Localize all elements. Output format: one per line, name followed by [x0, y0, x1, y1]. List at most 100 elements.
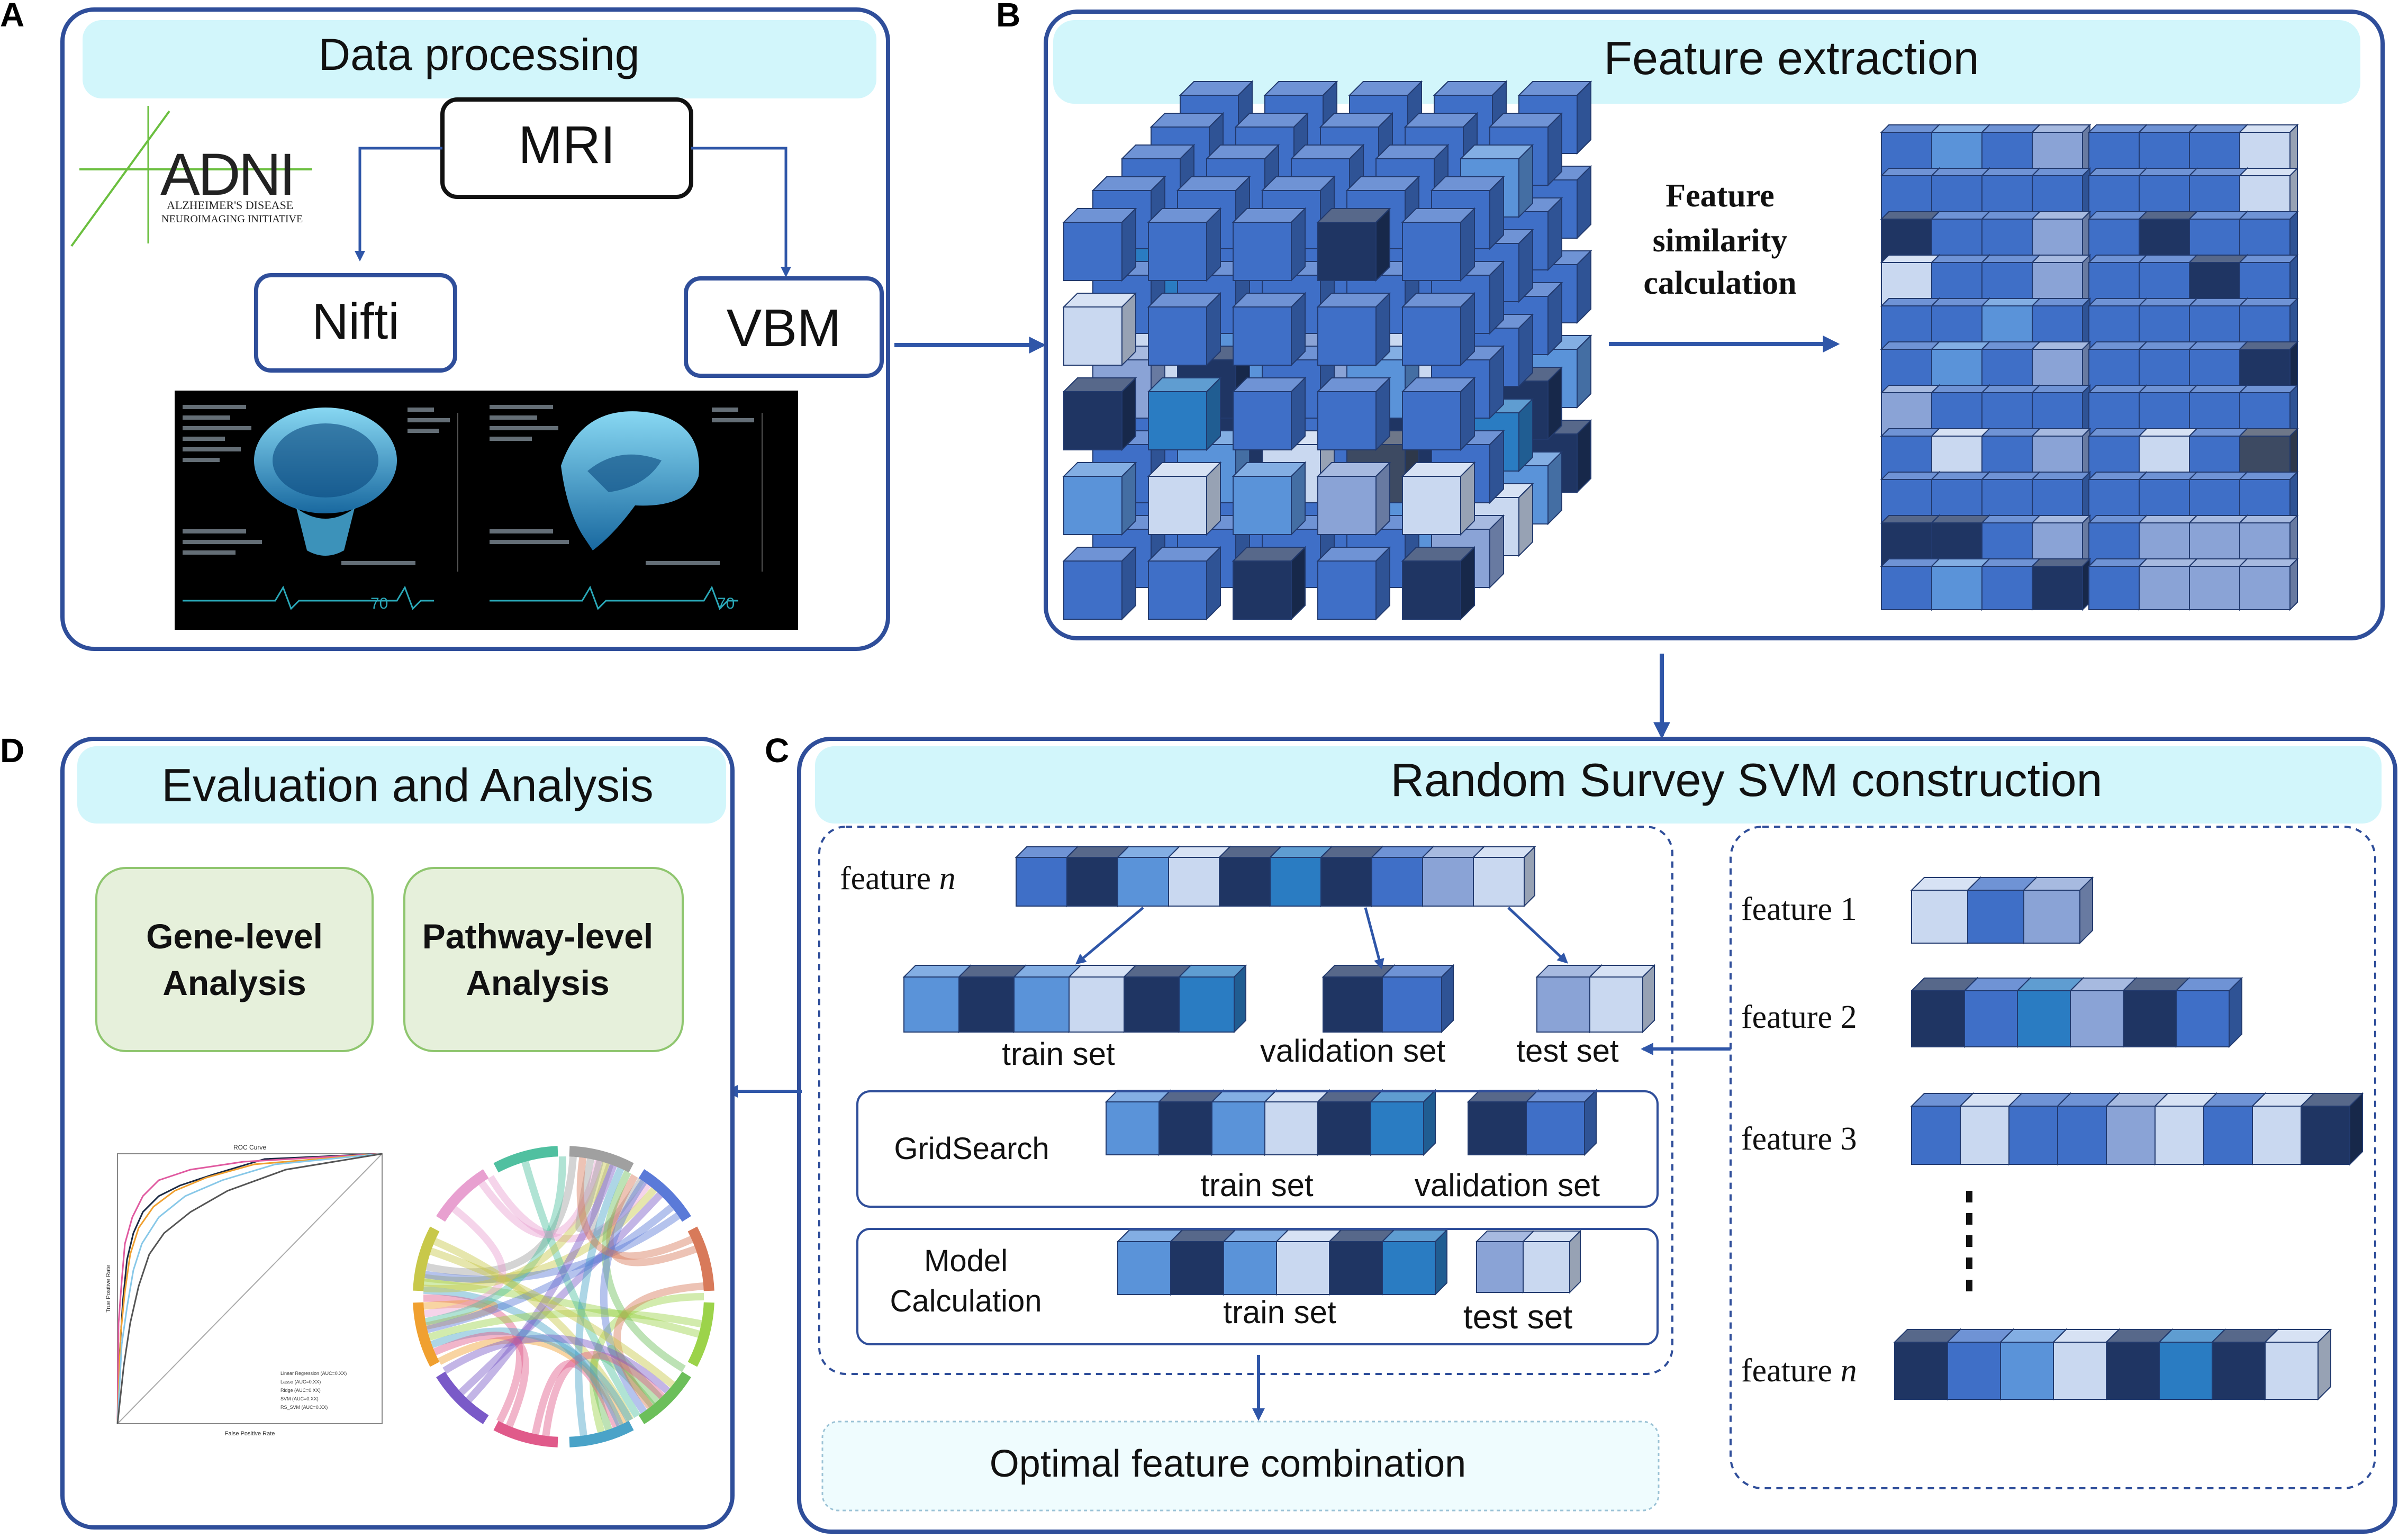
feature-3-cube-8 [2300, 1092, 2364, 1166]
roc-legend-3: SVM (AUC=0.XX) [280, 1396, 319, 1401]
panel-c-title: Random Survey SVM construction [1390, 754, 2102, 806]
gridsearch-box [856, 1090, 1659, 1208]
chord-ribbon-20 [424, 1206, 506, 1318]
adni-logo: ADNI ALZHEIMER'S DISEASE NEUROIMAGING IN… [70, 106, 312, 247]
chord-ribbon-32 [430, 1327, 633, 1423]
model-train-cube-5 [1381, 1228, 1449, 1296]
chord-ribbon-0 [590, 1293, 704, 1433]
panel-c: C Random Survey SVM construction feature… [765, 731, 2397, 1534]
panel-d-title-bar [77, 746, 726, 824]
chord-arc-0 [687, 1302, 714, 1367]
pathway-analysis-box [403, 867, 684, 1052]
volume-cube-100 [1062, 207, 1137, 282]
chord-ribbon-33 [430, 1247, 675, 1388]
pathway-analysis-label-2: Analysis [466, 963, 609, 1002]
chord-arc-5 [413, 1302, 440, 1367]
panel-a-letter: A [0, 0, 24, 34]
matrix-cell-10-2 [1980, 557, 2041, 611]
panel-b-letter: B [996, 0, 1020, 34]
mri-label: MRI [518, 115, 615, 175]
chord-arc-6 [413, 1226, 440, 1291]
volume-cube-112 [1232, 376, 1307, 451]
chord-ribbon-9 [437, 1336, 627, 1425]
similarity-matrix [1880, 123, 2299, 611]
feature-2-cube-5 [2175, 976, 2243, 1048]
feature-last-label: feature n [1741, 1353, 1857, 1389]
chord-ribbon-5 [424, 1213, 681, 1283]
split-test-label: test set [1516, 1033, 1619, 1069]
chord-ribbon-34 [576, 1157, 693, 1260]
matrix-cell-10-0 [1880, 557, 1941, 611]
split-validation-label: validation set [1260, 1033, 1446, 1069]
mri-scans-image: 70 70 [175, 391, 798, 630]
scan-value-left: 70 [370, 595, 388, 612]
chord-ribbon-25 [423, 1162, 610, 1293]
panel-d-letter: D [0, 731, 24, 770]
chord-arc-10 [638, 1169, 691, 1222]
panel-a-title: Data processing [319, 30, 640, 79]
feature-n-label: feature n [840, 861, 956, 897]
panel-a: A Data processing ADNI ALZHEIMER'S DISEA… [0, 0, 890, 651]
split-arrow-validation [1364, 907, 1384, 970]
chord-ribbon-6 [531, 1360, 620, 1435]
adni-logo-sub2: NEUROIMAGING INITIATIVE [161, 213, 303, 225]
volume-cube-115 [1062, 461, 1137, 536]
nifti-box [254, 273, 457, 373]
gridsearch-train-label: train set [1200, 1168, 1314, 1203]
feature-1-cube-2 [2022, 876, 2094, 945]
feature-last-cube-7 [2264, 1328, 2332, 1401]
volume-cube-116 [1147, 461, 1222, 536]
feature-1-label: feature 1 [1741, 891, 1857, 927]
gridsearch-validation-label: validation set [1415, 1168, 1600, 1203]
panel-d-title: Evaluation and Analysis [161, 759, 654, 811]
roc-ylabel: True Positive Rate [105, 1265, 112, 1313]
chord-arc-2 [569, 1421, 634, 1447]
optimal-label: Optimal feature combination [990, 1443, 1466, 1485]
chord-ribbon-7 [487, 1175, 651, 1243]
chord-ribbon-21 [613, 1282, 704, 1409]
chord-ribbon-19 [574, 1167, 624, 1436]
model-calc-label-1: Model [924, 1244, 1008, 1278]
chord-ribbon-4 [424, 1187, 657, 1284]
volume-cube-108 [1316, 292, 1391, 367]
grid-train-cube-5 [1369, 1089, 1437, 1156]
chord-ribbon-13 [606, 1174, 697, 1266]
chord-ribbon-23 [424, 1156, 566, 1326]
chord-diagram-thumbnail [413, 1146, 714, 1447]
feature-cube-volume [1062, 80, 1592, 621]
feature-2-label: feature 2 [1741, 999, 1857, 1035]
panel-c-letter: C [765, 731, 789, 770]
grid-validation-cube-1 [1525, 1089, 1598, 1156]
chord-arc-4 [436, 1371, 489, 1424]
split-arrow-train [1075, 907, 1144, 965]
roc-xlabel: False Positive Rate [225, 1431, 275, 1437]
chord-ribbon-14 [423, 1294, 524, 1424]
matrix-cell-10-1 [1930, 557, 1991, 611]
chord-ribbon-35 [433, 1332, 529, 1428]
roc-curve-thumbnail: ROC Curve False Positive Rate True Posit… [105, 1144, 383, 1437]
volume-cube-101 [1147, 207, 1222, 282]
similarity-label-2: similarity [1653, 223, 1788, 259]
vbm-box [684, 276, 884, 378]
model-test-label: test set [1463, 1298, 1573, 1336]
matrix-cell-10-3 [2031, 557, 2092, 611]
matrix-cell-10-4 [2087, 557, 2148, 611]
volume-cube-121 [1147, 546, 1222, 621]
chord-arc-11 [687, 1226, 714, 1291]
chord-ribbon-1 [458, 1192, 663, 1396]
matrix-cell-10-5 [2138, 557, 2198, 611]
chord-ribbon-11 [423, 1286, 623, 1427]
gene-analysis-label-1: Gene-level [146, 917, 323, 956]
volume-cube-105 [1062, 292, 1137, 367]
volume-cube-104 [1401, 207, 1476, 282]
svg-feature-bars [902, 845, 2364, 1401]
chord-ribbon-27 [542, 1351, 665, 1436]
chord-ribbon-3 [590, 1353, 655, 1431]
chord-ribbon-2 [426, 1156, 577, 1276]
volume-cube-103 [1316, 207, 1391, 282]
adni-logo-text: ADNI [160, 141, 294, 207]
chord-ribbon-12 [433, 1237, 634, 1422]
chord-arc-1 [638, 1371, 691, 1424]
